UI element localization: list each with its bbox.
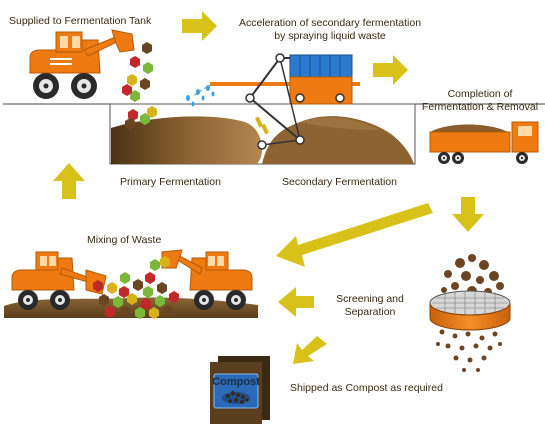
label-completion-line2: Fermentation & Removal bbox=[421, 101, 539, 113]
label-acceleration: Acceleration of secondary fermentation b… bbox=[225, 17, 435, 43]
arrow-down-icon bbox=[452, 197, 484, 232]
label-screening-line2: Separation bbox=[344, 306, 396, 318]
dump-truck-icon bbox=[429, 121, 539, 164]
arrow-left-icon bbox=[276, 203, 433, 267]
label-secondary: Secondary Fermentation bbox=[282, 176, 397, 188]
sprinkler-icon bbox=[186, 53, 360, 150]
arrow-up-icon bbox=[53, 163, 85, 199]
label-completion: Completion of Fermentation & Removal bbox=[415, 88, 545, 114]
label-supplied: Supplied to Fermentation Tank bbox=[9, 15, 152, 27]
label-completion-line1: Completion of bbox=[447, 88, 513, 100]
label-screening-line1: Screening and bbox=[336, 293, 404, 305]
loader-truck-icon bbox=[29, 29, 135, 99]
compost-box-label: Compost bbox=[212, 376, 260, 388]
screen-sieve-icon bbox=[429, 254, 511, 372]
arrow-left-icon bbox=[278, 287, 314, 317]
fermentation-tank bbox=[3, 103, 545, 165]
compost-box-icon: Compost bbox=[210, 356, 270, 424]
label-screening: Screening and Separation bbox=[318, 293, 422, 319]
label-acceleration-line1: Acceleration of secondary fermentation bbox=[238, 17, 422, 29]
arrow-left-icon bbox=[293, 336, 327, 364]
label-shipped: Shipped as Compost as required bbox=[290, 382, 443, 394]
label-mixing: Mixing of Waste bbox=[87, 234, 162, 246]
label-acceleration-line2: by spraying liquid waste bbox=[274, 30, 386, 42]
loader-truck-icon bbox=[161, 249, 253, 310]
loader-truck-icon bbox=[11, 251, 107, 310]
mixed-waste-pile bbox=[93, 256, 179, 319]
label-primary: Primary Fermentation bbox=[120, 176, 221, 188]
arrow-right-icon bbox=[373, 55, 408, 85]
arrow-right-icon bbox=[182, 11, 217, 41]
